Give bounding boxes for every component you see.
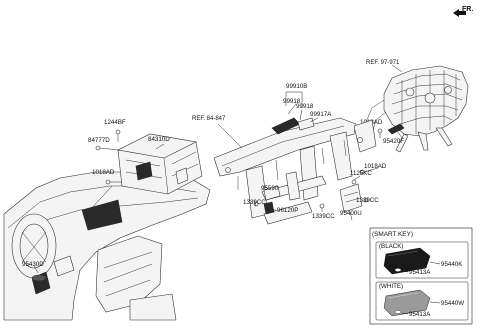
- part-1125kc: 1125KC: [350, 170, 372, 177]
- dashboard-drawing: [3, 171, 211, 321]
- part-95590: 95590: [261, 185, 279, 192]
- unit-95400u: [339, 183, 363, 213]
- part-99917a: 99917A: [310, 111, 332, 118]
- part-96120p-drawing: [263, 201, 275, 215]
- bolt-1339cc-b: [319, 203, 325, 209]
- part-99910b: 99910B: [286, 83, 307, 90]
- smart-key-white-sub: 95413A: [409, 311, 431, 318]
- part-1018ad-left: 1018AD: [92, 169, 115, 176]
- sensor-95420f: [387, 123, 405, 135]
- smart-key-black-part: 95440K: [441, 261, 463, 268]
- part-95400u: 95400U: [340, 210, 362, 217]
- part-1339cc-c: 1339CC: [356, 197, 379, 204]
- white-key-fob-drawing: [383, 289, 431, 317]
- engine-assembly-drawing: [365, 65, 469, 153]
- part-96120p: 96120P: [277, 207, 298, 214]
- fr-label: FR.: [462, 6, 473, 13]
- part-99918-a: 99918: [283, 98, 301, 105]
- ref-97-label: REF. 97-971: [366, 60, 400, 66]
- part-95430d: 95430D: [22, 261, 44, 268]
- cowl-cross-bar: [213, 117, 377, 225]
- smart-key-black-label: (BLACK): [379, 243, 403, 250]
- screw-1244bf: [115, 129, 121, 142]
- module-84310d: [117, 133, 203, 195]
- clip-84777d: [95, 145, 119, 151]
- arrow-icon: [453, 9, 466, 17]
- part-1244bf: 1244BF: [104, 119, 126, 126]
- smart-key-white-label: (WHITE): [379, 283, 403, 290]
- part-1018ad-right: 1018AD: [364, 163, 387, 170]
- smart-key-white-part: 95440W: [441, 300, 464, 307]
- front-direction-indicator: FR.: [453, 6, 473, 17]
- smart-key-black-sub: 95413A: [409, 269, 431, 276]
- part-1339cc-a: 1339CC: [243, 199, 266, 206]
- part-95420f: 95420F: [383, 138, 404, 145]
- black-key-fob-drawing: [383, 247, 431, 275]
- part-84310d: 84310D: [148, 136, 170, 143]
- screw-1125kc: [351, 179, 357, 185]
- smart-key-box: (SMART KEY) (BLACK) 95440K 95413A (WHITE…: [369, 227, 473, 325]
- bolt-1018ad-left: [105, 179, 122, 185]
- bolt-1018ad-mid: [377, 128, 383, 138]
- ref-84-label: REF. 84-847: [192, 116, 226, 122]
- module-95590: [263, 185, 281, 201]
- part-1339cc-b: 1339CC: [312, 213, 335, 220]
- part-99918-b: 99918: [296, 103, 314, 110]
- module-95430d: [31, 271, 51, 295]
- smart-key-title: (SMART KEY): [372, 231, 413, 238]
- part-84777d: 84777D: [88, 137, 110, 144]
